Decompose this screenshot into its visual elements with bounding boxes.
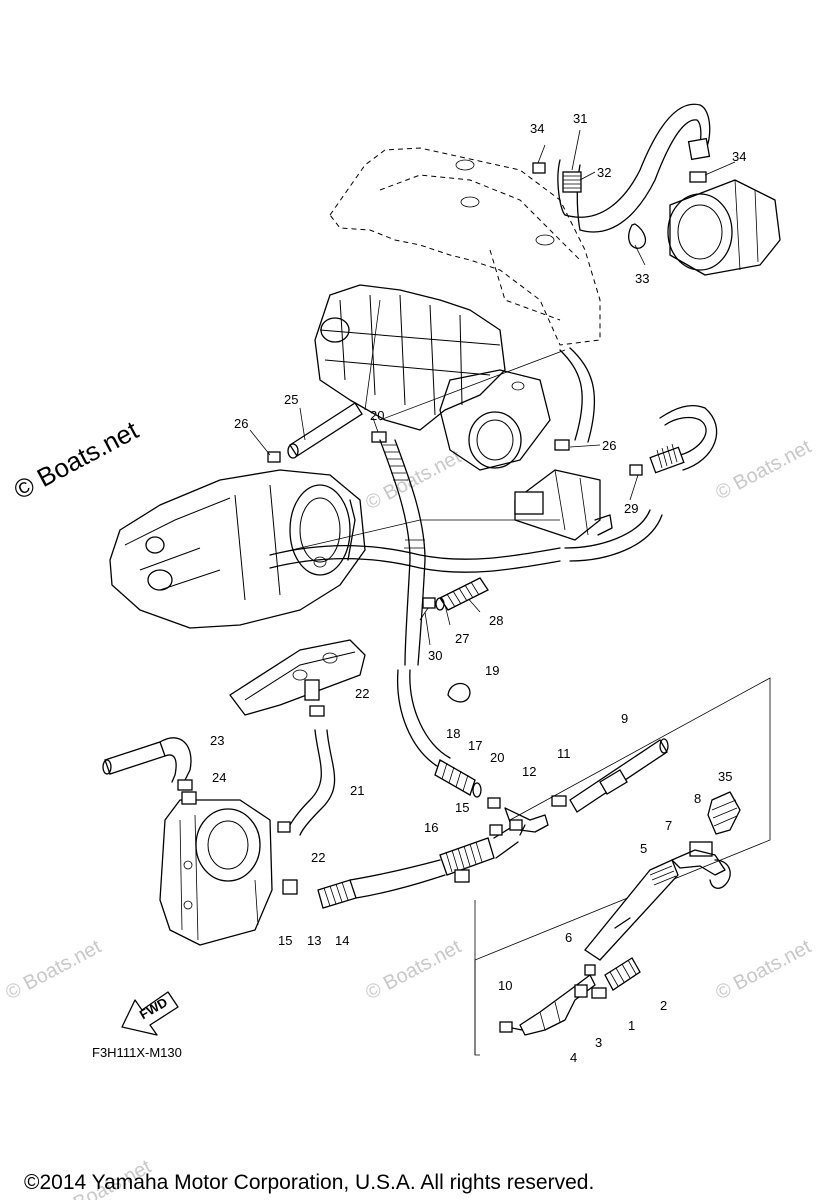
callout-12: 12 xyxy=(522,764,536,779)
callout-11: 11 xyxy=(557,746,571,761)
callout-25: 25 xyxy=(284,392,298,407)
callout-33: 33 xyxy=(635,271,649,286)
fitting-35 xyxy=(707,791,741,835)
hose-21 xyxy=(277,705,336,836)
callout-31: 31 xyxy=(573,111,587,126)
copyright-text: ©2014 Yamaha Motor Corporation, U.S.A. A… xyxy=(24,1171,594,1194)
watermark-faint-4: © Boats.net xyxy=(362,936,465,1005)
callout-32: 32 xyxy=(597,165,611,180)
watermark-faint-5: © Boats.net xyxy=(712,936,815,1005)
watermarks: © Boats.net © Boats.net © Boats.net © Bo… xyxy=(2,414,815,1200)
hose-18 xyxy=(396,669,482,798)
callouts: 1 2 3 4 5 6 7 8 9 10 11 12 13 14 15 15 1… xyxy=(210,111,746,1065)
fitting-12 xyxy=(487,795,567,836)
hose-9 xyxy=(569,738,669,813)
fwd-arrow-icon: FWD xyxy=(121,991,179,1036)
callout-7: 7 xyxy=(665,818,672,833)
hose-long-arc xyxy=(269,509,663,573)
callout-26a: 26 xyxy=(234,416,248,431)
valve-bracket xyxy=(514,469,613,541)
watermark-faint-3: © Boats.net xyxy=(2,936,105,1005)
hose-31 xyxy=(557,103,711,233)
callout-15b: 15 xyxy=(455,800,469,815)
pipe-5 xyxy=(584,859,679,961)
hose-25 xyxy=(287,402,363,459)
callout-13: 13 xyxy=(307,933,321,948)
callout-23: 23 xyxy=(210,733,224,748)
callout-30: 30 xyxy=(428,648,442,663)
clamp-assembly-7-8 xyxy=(671,841,731,889)
hose-28 xyxy=(422,577,489,611)
callout-1: 1 xyxy=(628,1018,635,1033)
manifold xyxy=(229,639,366,716)
callout-8: 8 xyxy=(694,791,701,806)
vapor-separator xyxy=(159,791,273,946)
hose-1-2 xyxy=(591,957,641,999)
callout-26b: 26 xyxy=(602,438,616,453)
engine-upper xyxy=(314,284,551,471)
hose-23 xyxy=(102,737,193,791)
callout-35: 35 xyxy=(718,769,732,784)
engine-cover-outline xyxy=(329,147,601,346)
callout-6: 6 xyxy=(565,930,572,945)
watermark-side: © Boats.net xyxy=(9,414,144,505)
callout-29: 29 xyxy=(624,501,638,516)
callout-18: 18 xyxy=(446,726,460,741)
callout-4: 4 xyxy=(570,1050,577,1065)
callout-15: 15 xyxy=(278,933,292,948)
callout-27: 27 xyxy=(455,631,469,646)
callout-5: 5 xyxy=(640,841,647,856)
clamps-mid xyxy=(267,431,570,463)
intake-body xyxy=(667,179,781,276)
callout-22a: 22 xyxy=(355,686,369,701)
callout-34a: 34 xyxy=(530,121,544,136)
callout-34b: 34 xyxy=(732,149,746,164)
callout-20a: 20 xyxy=(370,408,384,423)
callout-14: 14 xyxy=(335,933,349,948)
engine-lower xyxy=(109,469,366,629)
fwd-label: FWD xyxy=(137,994,170,1022)
leader-lines xyxy=(249,129,736,646)
detail-frame xyxy=(474,677,771,1056)
watermark-faint-1: © Boats.net xyxy=(362,446,465,515)
diagram-code: F3H111X-M130 xyxy=(92,1045,182,1060)
callout-9: 9 xyxy=(621,711,628,726)
upper-clamps xyxy=(532,162,707,193)
clamp-19 xyxy=(447,682,471,703)
watermark-faint-2: © Boats.net xyxy=(712,436,815,505)
callout-16: 16 xyxy=(424,820,438,835)
callout-28: 28 xyxy=(489,613,503,628)
y-fitting-4 xyxy=(499,964,596,1036)
hose-13-14 xyxy=(282,824,519,909)
callout-2: 2 xyxy=(660,998,667,1013)
callout-3: 3 xyxy=(595,1035,602,1050)
callout-22b: 22 xyxy=(311,850,325,865)
callout-10: 10 xyxy=(498,978,512,993)
callout-20b: 20 xyxy=(490,750,504,765)
callout-24: 24 xyxy=(212,770,226,785)
callout-21: 21 xyxy=(350,783,364,798)
callout-19: 19 xyxy=(485,663,499,678)
hose-right xyxy=(559,347,718,476)
callout-17: 17 xyxy=(468,738,482,753)
hose-vertical xyxy=(379,439,426,666)
clamp-33 xyxy=(628,223,647,249)
